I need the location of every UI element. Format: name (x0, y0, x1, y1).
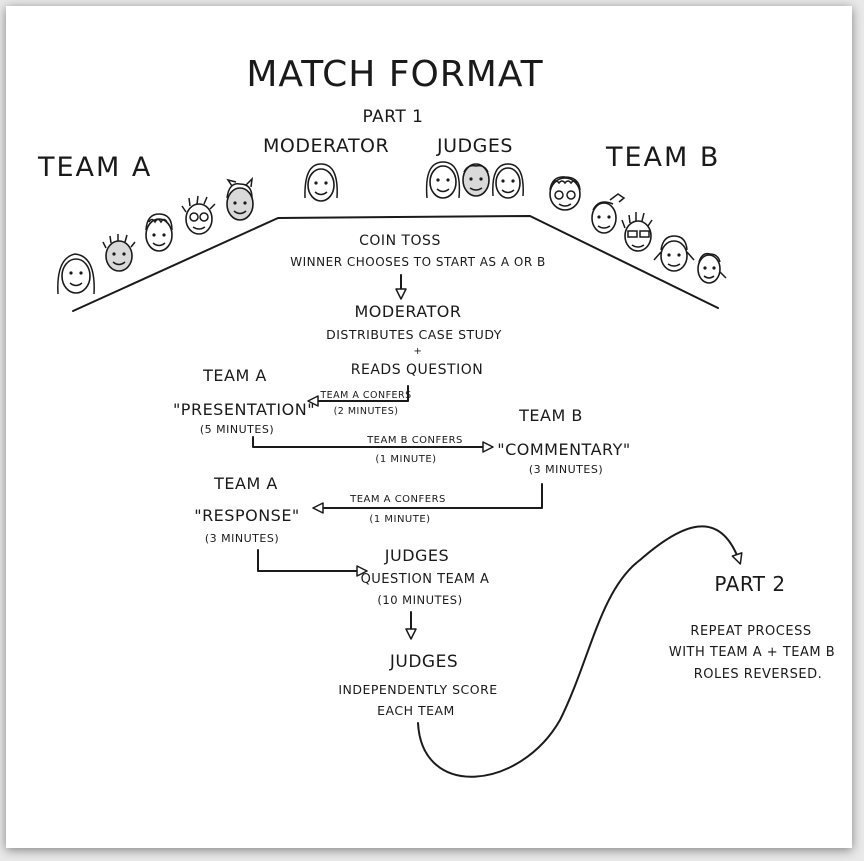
table-outline (72, 215, 719, 312)
coin-toss-detail: WINNER CHOOSES TO START AS A OR B (290, 255, 545, 269)
judges-question-duration: (10 MINUTES) (377, 593, 462, 607)
confer-a1-arrow (307, 385, 409, 407)
commentary-label: "COMMENTARY" (497, 440, 631, 459)
moderator-step-plus: + (414, 346, 423, 357)
team-a-members (57, 176, 254, 295)
judges-heading: JUDGES (436, 135, 513, 157)
confer-a2-duration: (1 MINUTE) (369, 514, 430, 525)
part2-title: PART 2 (714, 572, 785, 596)
commentary-duration: (3 MINUTES) (529, 463, 603, 476)
response-duration: (3 MINUTES) (205, 532, 279, 545)
part2-line1: REPEAT PROCESS (690, 624, 811, 639)
judges-score-detail: INDEPENDENTLY SCORE (338, 682, 497, 697)
moderator-step-title: MODERATOR (355, 302, 462, 321)
face-icon (181, 195, 216, 235)
commentary-team: TEAM B (518, 406, 583, 425)
team-b-heading: TEAM B (605, 142, 720, 173)
confer-b-arrow (252, 436, 494, 453)
face-icon (697, 252, 727, 284)
presentation-duration: (5 MINUTES) (200, 423, 274, 436)
moderator-step-detail: DISTRIBUTES CASE STUDY (326, 327, 502, 342)
face-icon (102, 234, 136, 272)
face-icon (462, 163, 490, 197)
judges-score-title: JUDGES (389, 652, 458, 672)
presentation-team: TEAM A (202, 366, 267, 385)
judges-question-detail: QUESTION TEAM A (361, 572, 490, 587)
confer-b-duration: (1 MINUTE) (375, 454, 436, 465)
judges-score-each: EACH TEAM (377, 703, 455, 718)
part2-line2: WITH TEAM A + TEAM B (669, 645, 835, 660)
response-label: "RESPONSE" (194, 506, 300, 525)
face-icon (226, 176, 254, 221)
judges-members (425, 161, 524, 199)
team-b-members (549, 176, 727, 284)
confer-a1-duration: (2 MINUTES) (334, 406, 399, 417)
confer-b-label: TEAM B CONFERS (366, 435, 463, 446)
moderator-heading: MODERATOR (263, 135, 389, 157)
presentation-label: "PRESENTATION" (173, 400, 315, 419)
part1-label: PART 1 (363, 107, 424, 127)
face-icon (653, 235, 695, 272)
to-judges-arrow (257, 549, 368, 577)
part2-line3: ROLES REVERSED. (694, 667, 823, 682)
team-a-heading: TEAM A (37, 152, 152, 183)
face-icon (145, 213, 173, 252)
coin-toss-title: COIN TOSS (359, 233, 441, 249)
judges-question-title: JUDGES (384, 546, 449, 565)
drawing-frame (6, 6, 852, 848)
face-icon (591, 193, 626, 234)
face-icon (492, 163, 524, 199)
face-icon (425, 161, 461, 199)
confer-a2-label: TEAM A CONFERS (349, 494, 446, 505)
face-icon (57, 253, 95, 295)
face-icon (621, 212, 653, 252)
confer-a1-label: TEAM A CONFERS (319, 390, 411, 401)
confer-a2-arrow (312, 483, 543, 514)
part2-curve-arrow (417, 525, 743, 778)
face-icon (549, 176, 581, 211)
moderator-step-question: READS QUESTION (351, 362, 483, 378)
moderator-face-icon (304, 163, 338, 202)
response-team: TEAM A (213, 474, 278, 493)
page-title: MATCH FORMAT (246, 54, 543, 95)
